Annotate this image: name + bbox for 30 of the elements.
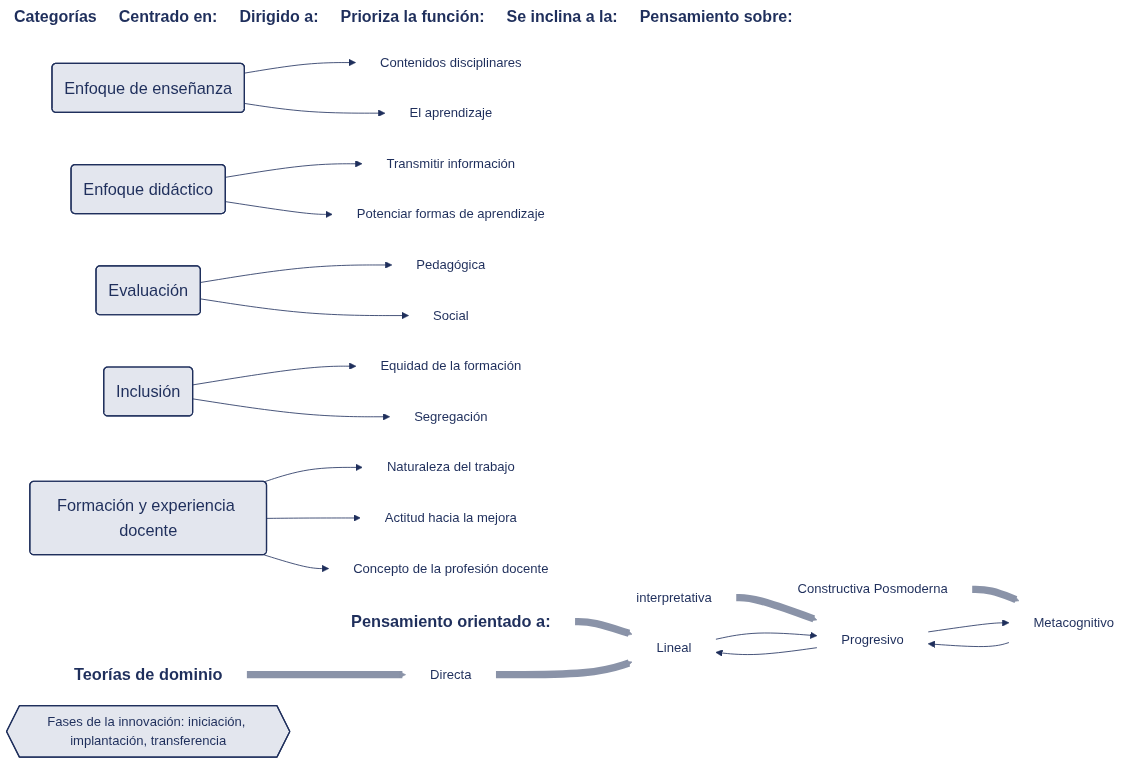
node-text: Concepto de la profesión docente	[353, 561, 549, 576]
node-text: Progresivo	[841, 632, 904, 647]
arrow	[735, 594, 818, 623]
arrow	[246, 671, 406, 679]
node-text: Teorías de dominio	[73, 665, 223, 684]
node-text: interpretativa	[636, 590, 712, 605]
group-heading: Dirigido a:	[239, 8, 319, 26]
node-text: Equidad de la formación	[380, 359, 522, 373]
node-text: Lineal	[656, 640, 692, 655]
node-text: Pensamiento orientado a:	[351, 612, 551, 631]
group-heading: Centrado en:	[118, 8, 218, 26]
node-text: El aprendizaje	[409, 105, 493, 120]
node-text: Actitud hacia la mejora	[384, 510, 517, 525]
node-text: Social	[433, 308, 469, 323]
arrow	[574, 618, 633, 637]
node-text: Segregación	[414, 409, 488, 424]
group-heading: Se inclina a la:	[506, 8, 618, 26]
node-text: Constructiva Posmoderna	[797, 582, 948, 597]
node-text: Contenidos disciplinares	[380, 55, 522, 70]
node-text: Potenciar formas de aprendizaje	[356, 207, 545, 222]
group-heading: Prioriza la función:	[340, 8, 485, 26]
column-heading: Categorías	[14, 8, 97, 26]
node-text: Metacognitivo	[1033, 615, 1114, 630]
node-text: Transmitir información	[386, 156, 516, 171]
node-text: Pedagógica	[416, 257, 486, 272]
group-heading: Pensamiento sobre:	[639, 8, 793, 26]
node-text: Naturaleza del trabajo	[386, 460, 515, 475]
node-text: Directa	[430, 667, 472, 682]
arrow	[971, 585, 1020, 604]
arrow	[495, 659, 633, 679]
